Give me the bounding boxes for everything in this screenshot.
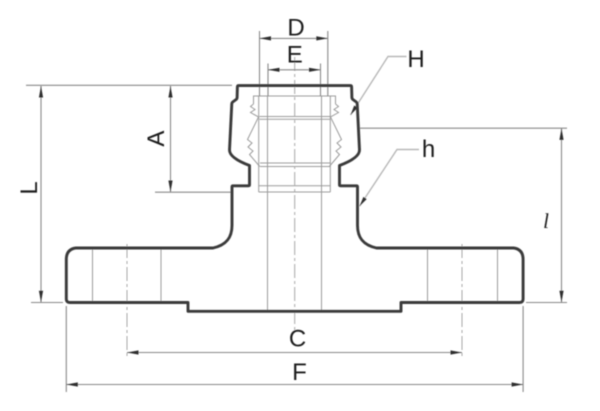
svg-text:D: D: [287, 15, 304, 42]
svg-text:L: L: [16, 181, 43, 194]
svg-text:l: l: [543, 209, 549, 233]
svg-text:H: H: [407, 46, 424, 73]
svg-text:E: E: [287, 42, 303, 69]
svg-text:F: F: [292, 359, 307, 386]
svg-text:h: h: [422, 136, 435, 163]
svg-text:A: A: [143, 131, 170, 147]
svg-text:C: C: [289, 326, 306, 353]
